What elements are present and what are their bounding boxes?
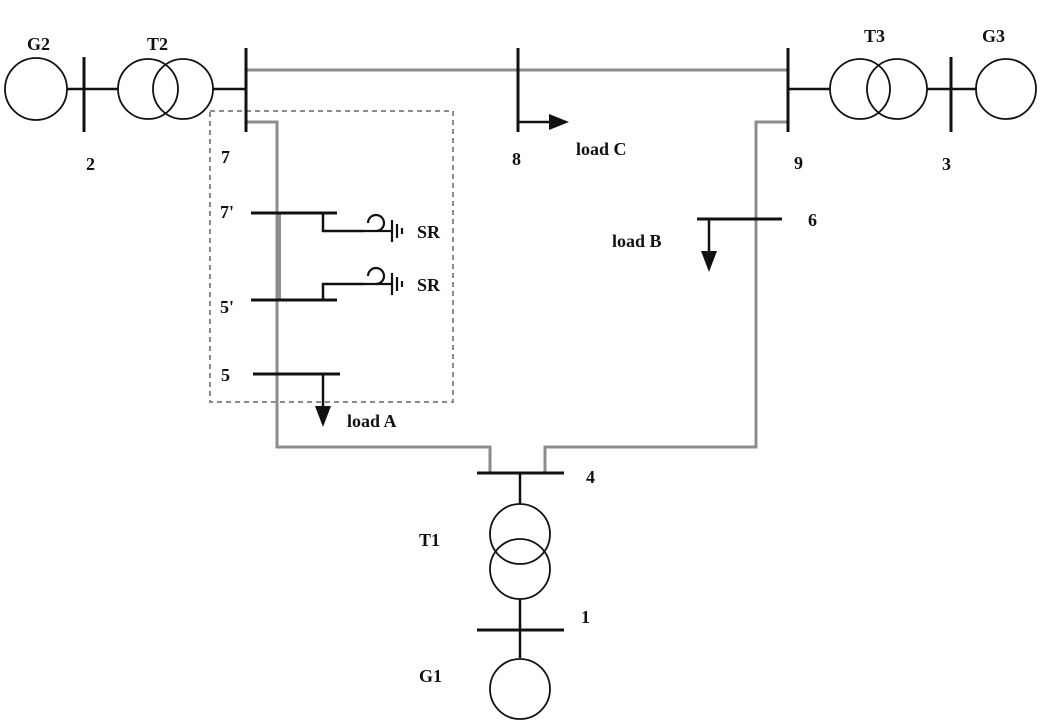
generator-g1-symbol [489, 658, 551, 720]
generator-g3-group [786, 48, 1037, 132]
line-7-5 [246, 120, 492, 473]
line-9-4 [543, 120, 788, 473]
label-bus-5-prime: 5' [220, 297, 234, 317]
label-bus-1: 1 [581, 607, 590, 627]
label-sr-top: SR [417, 222, 441, 242]
label-bus-9: 9 [794, 153, 803, 173]
transformer-t1-winding-1 [489, 503, 551, 565]
bus-5-group [253, 372, 340, 427]
sr-top-ground-icon [390, 220, 404, 242]
label-t1: T1 [419, 530, 440, 550]
label-load-b: load B [612, 231, 662, 251]
label-load-a: load A [347, 411, 397, 431]
label-bus-2: 2 [86, 154, 95, 174]
label-t3: T3 [864, 26, 885, 46]
load-b-arrow [701, 251, 717, 272]
generator-g1-group [477, 471, 564, 720]
label-bus-7-prime: 7' [220, 202, 234, 222]
label-g2: G2 [27, 34, 50, 54]
sr-bottom-lead [321, 282, 364, 300]
label-bus-6: 6 [808, 210, 817, 230]
compensation-region-box [209, 110, 454, 403]
transformer-t3-winding-2 [866, 58, 928, 120]
label-bus-4: 4 [586, 467, 595, 487]
transformer-t2-winding-1 [117, 58, 179, 120]
label-sr-bottom: SR [417, 275, 441, 295]
load-c-arrow [549, 114, 569, 130]
label-load-c: load C [576, 139, 627, 159]
label-bus-8: 8 [512, 149, 521, 169]
transformer-t1-winding-2 [489, 538, 551, 600]
series-reactor-group [251, 211, 404, 302]
bus-6-group [697, 217, 782, 272]
generator-g2-group [4, 48, 248, 132]
transformer-t2-winding-2 [152, 58, 214, 120]
label-g1: G1 [419, 666, 442, 686]
label-t2: T2 [147, 34, 168, 54]
bus-8-group [516, 48, 569, 132]
generator-g3-symbol [975, 58, 1037, 120]
generator-g2-symbol [4, 57, 68, 121]
sr-bottom-ground-icon [390, 273, 404, 295]
label-bus-5: 5 [221, 365, 230, 385]
label-bus-7: 7 [221, 147, 230, 167]
sr-top-lead [321, 213, 364, 233]
sr-top-coil [364, 213, 386, 233]
load-a-arrow [315, 406, 331, 427]
sr-bottom-coil [364, 266, 386, 286]
labels: G2 T2 T3 G3 2 7 8 load C 9 3 6 load B 7'… [27, 26, 1005, 686]
transformer-t3-winding-1 [829, 58, 891, 120]
label-g3: G3 [982, 26, 1005, 46]
label-bus-3: 3 [942, 154, 951, 174]
